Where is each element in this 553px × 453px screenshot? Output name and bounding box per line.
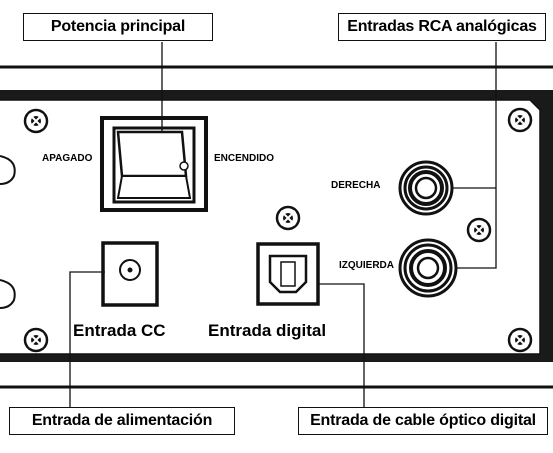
leader-power-input: [69, 271, 105, 408]
rca-left-label: IZQUIERDA: [339, 260, 394, 271]
callout-analog-rca: Entradas RCA analógicas: [338, 13, 546, 41]
rca-right-label: DERECHA: [331, 180, 380, 191]
screw-icon: [466, 217, 492, 243]
power-indicator-icon: [179, 161, 189, 171]
leader-analog-rca: [453, 42, 497, 269]
panel-face: [0, 99, 541, 355]
screw-icon: [507, 327, 533, 353]
rca-jack-left: [398, 238, 458, 298]
dc-input-label: Entrada CC: [73, 321, 166, 340]
screw-icon: [507, 107, 533, 133]
edge-notch-top: [0, 155, 16, 185]
callout-main-power: Potencia principal: [23, 13, 213, 41]
switch-off-label: APAGADO: [42, 153, 93, 164]
dc-jack: [101, 241, 159, 307]
callout-optical-input: Entrada de cable óptico digital: [298, 407, 548, 435]
callout-power-input: Entrada de alimentación: [9, 407, 235, 435]
power-switch: [100, 116, 208, 212]
screw-icon: [23, 327, 49, 353]
edge-notch-bottom: [0, 279, 16, 309]
leader-lines: [69, 42, 497, 408]
leader-optical-input: [317, 283, 365, 408]
rca-jack-right: [398, 160, 454, 216]
switch-on-label: ENCENDIDO: [214, 153, 274, 164]
optical-jack: [256, 242, 320, 306]
screw-icon: [275, 205, 301, 231]
digital-input-label: Entrada digital: [208, 321, 326, 340]
screw-icon: [23, 108, 49, 134]
